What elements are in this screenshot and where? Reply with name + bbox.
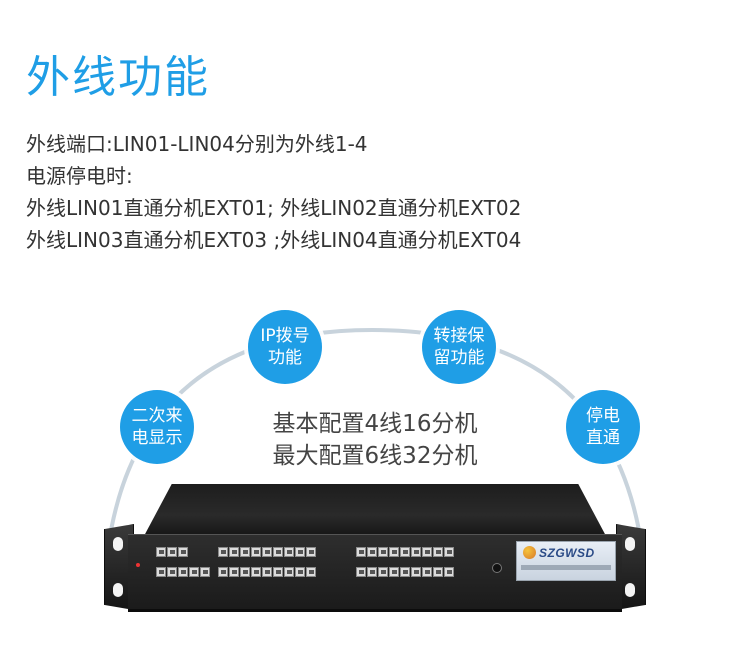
brand-plate-small-print (521, 565, 611, 570)
rj11-port-icon (367, 547, 377, 557)
feature-transfer-hold-line1: 转接保 (433, 326, 485, 346)
rj11-port-icon (240, 547, 250, 557)
page-title: 外线功能 (26, 52, 210, 103)
rj11-port-icon (356, 567, 366, 577)
description-block: 外线端口:LIN01-LIN04分别为外线1-4 电源停电时: 外线LIN01直… (26, 128, 521, 256)
rj11-port-icon (400, 567, 410, 577)
rj11-port-icon (306, 567, 316, 577)
rj11-port-icon (229, 567, 239, 577)
rack-hole (113, 583, 123, 597)
rj11-port-icon (389, 567, 399, 577)
feature-power-fail-line1: 停电 (586, 406, 620, 426)
rj11-port-icon (422, 547, 432, 557)
rj11-port-icon (295, 547, 305, 557)
pbx-device-image: SZGWSD (104, 484, 646, 619)
port-group-lin-bottom (156, 567, 210, 577)
desc-line-ports: 外线端口:LIN01-LIN04分别为外线1-4 (26, 132, 368, 156)
rj11-port-icon (167, 547, 177, 557)
rj11-port-icon (400, 547, 410, 557)
rj11-port-icon (251, 567, 261, 577)
rj11-port-icon (295, 567, 305, 577)
port-group-ext-bottom-b (356, 567, 454, 577)
rj11-port-icon (422, 567, 432, 577)
rj11-port-icon (156, 547, 166, 557)
rj11-port-icon (367, 567, 377, 577)
rack-hole (625, 583, 635, 597)
config-max: 最大配置6线32分机 (272, 443, 478, 469)
rj11-port-icon (411, 567, 421, 577)
rj11-port-icon (218, 567, 228, 577)
feature-bubble-power-fail: 停电 直通 (566, 390, 640, 464)
rack-hole (625, 537, 635, 551)
rj11-port-icon (433, 567, 443, 577)
port-group-ext-top-b (356, 547, 454, 557)
rj11-port-icon (284, 547, 294, 557)
desc-line-power-fail: 电源停电时: (26, 164, 133, 188)
feature-caller-id-line1: 二次来 (131, 406, 183, 426)
config-text: 基本配置4线16分机 最大配置6线32分机 (0, 408, 750, 472)
desc-line-lin01-lin02: 外线LIN01直通分机EXT01; 外线LIN02直通分机EXT02 (26, 196, 522, 220)
rj11-port-icon (433, 547, 443, 557)
brand-name: SZGWSD (539, 546, 595, 560)
feature-ip-dial-line2: 功能 (268, 348, 302, 368)
feature-bubble-caller-id: 二次来 电显示 (120, 390, 194, 464)
act-indicator-icon (492, 563, 502, 573)
port-group-lin-top (156, 547, 188, 557)
brand-plate: SZGWSD (516, 541, 616, 581)
rj11-port-icon (444, 567, 454, 577)
feature-transfer-hold-line2: 留功能 (433, 348, 485, 368)
port-group-ext-top-a (218, 547, 316, 557)
rj11-port-icon (218, 547, 228, 557)
rj11-port-icon (262, 567, 272, 577)
power-led-icon (136, 563, 140, 567)
rj11-port-icon (378, 547, 388, 557)
rack-hole (113, 537, 123, 551)
rj11-port-icon (178, 547, 188, 557)
rj11-port-icon (251, 547, 261, 557)
feature-ip-dial-line1: IP拨号 (260, 326, 310, 346)
rj11-port-icon (229, 547, 239, 557)
rj11-port-icon (156, 567, 166, 577)
rj11-port-icon (200, 567, 210, 577)
feature-bubble-ip-dial: IP拨号 功能 (248, 310, 322, 384)
rj11-port-icon (389, 547, 399, 557)
desc-line-lin03-lin04: 外线LIN03直通分机EXT03 ;外线LIN04直通分机EXT04 (26, 228, 522, 252)
port-group-ext-bottom-a (218, 567, 316, 577)
feature-caller-id-line2: 电显示 (131, 428, 183, 448)
rj11-port-icon (262, 547, 272, 557)
rj11-port-icon (356, 547, 366, 557)
rj11-port-icon (444, 547, 454, 557)
device-chassis-top (144, 484, 606, 536)
device-front-panel: SZGWSD (128, 534, 622, 612)
rj11-port-icon (240, 567, 250, 577)
config-basic: 基本配置4线16分机 (272, 411, 478, 437)
rj11-port-icon (178, 567, 188, 577)
rj11-port-icon (378, 567, 388, 577)
feature-bubble-transfer-hold: 转接保 留功能 (422, 310, 496, 384)
rj11-port-icon (189, 567, 199, 577)
rj11-port-icon (411, 547, 421, 557)
feature-power-fail-line2: 直通 (586, 428, 620, 448)
rj11-port-icon (167, 567, 177, 577)
rj11-port-icon (284, 567, 294, 577)
rj11-port-icon (306, 547, 316, 557)
brand-logo-icon (523, 546, 536, 559)
rj11-port-icon (273, 567, 283, 577)
rj11-port-icon (273, 547, 283, 557)
